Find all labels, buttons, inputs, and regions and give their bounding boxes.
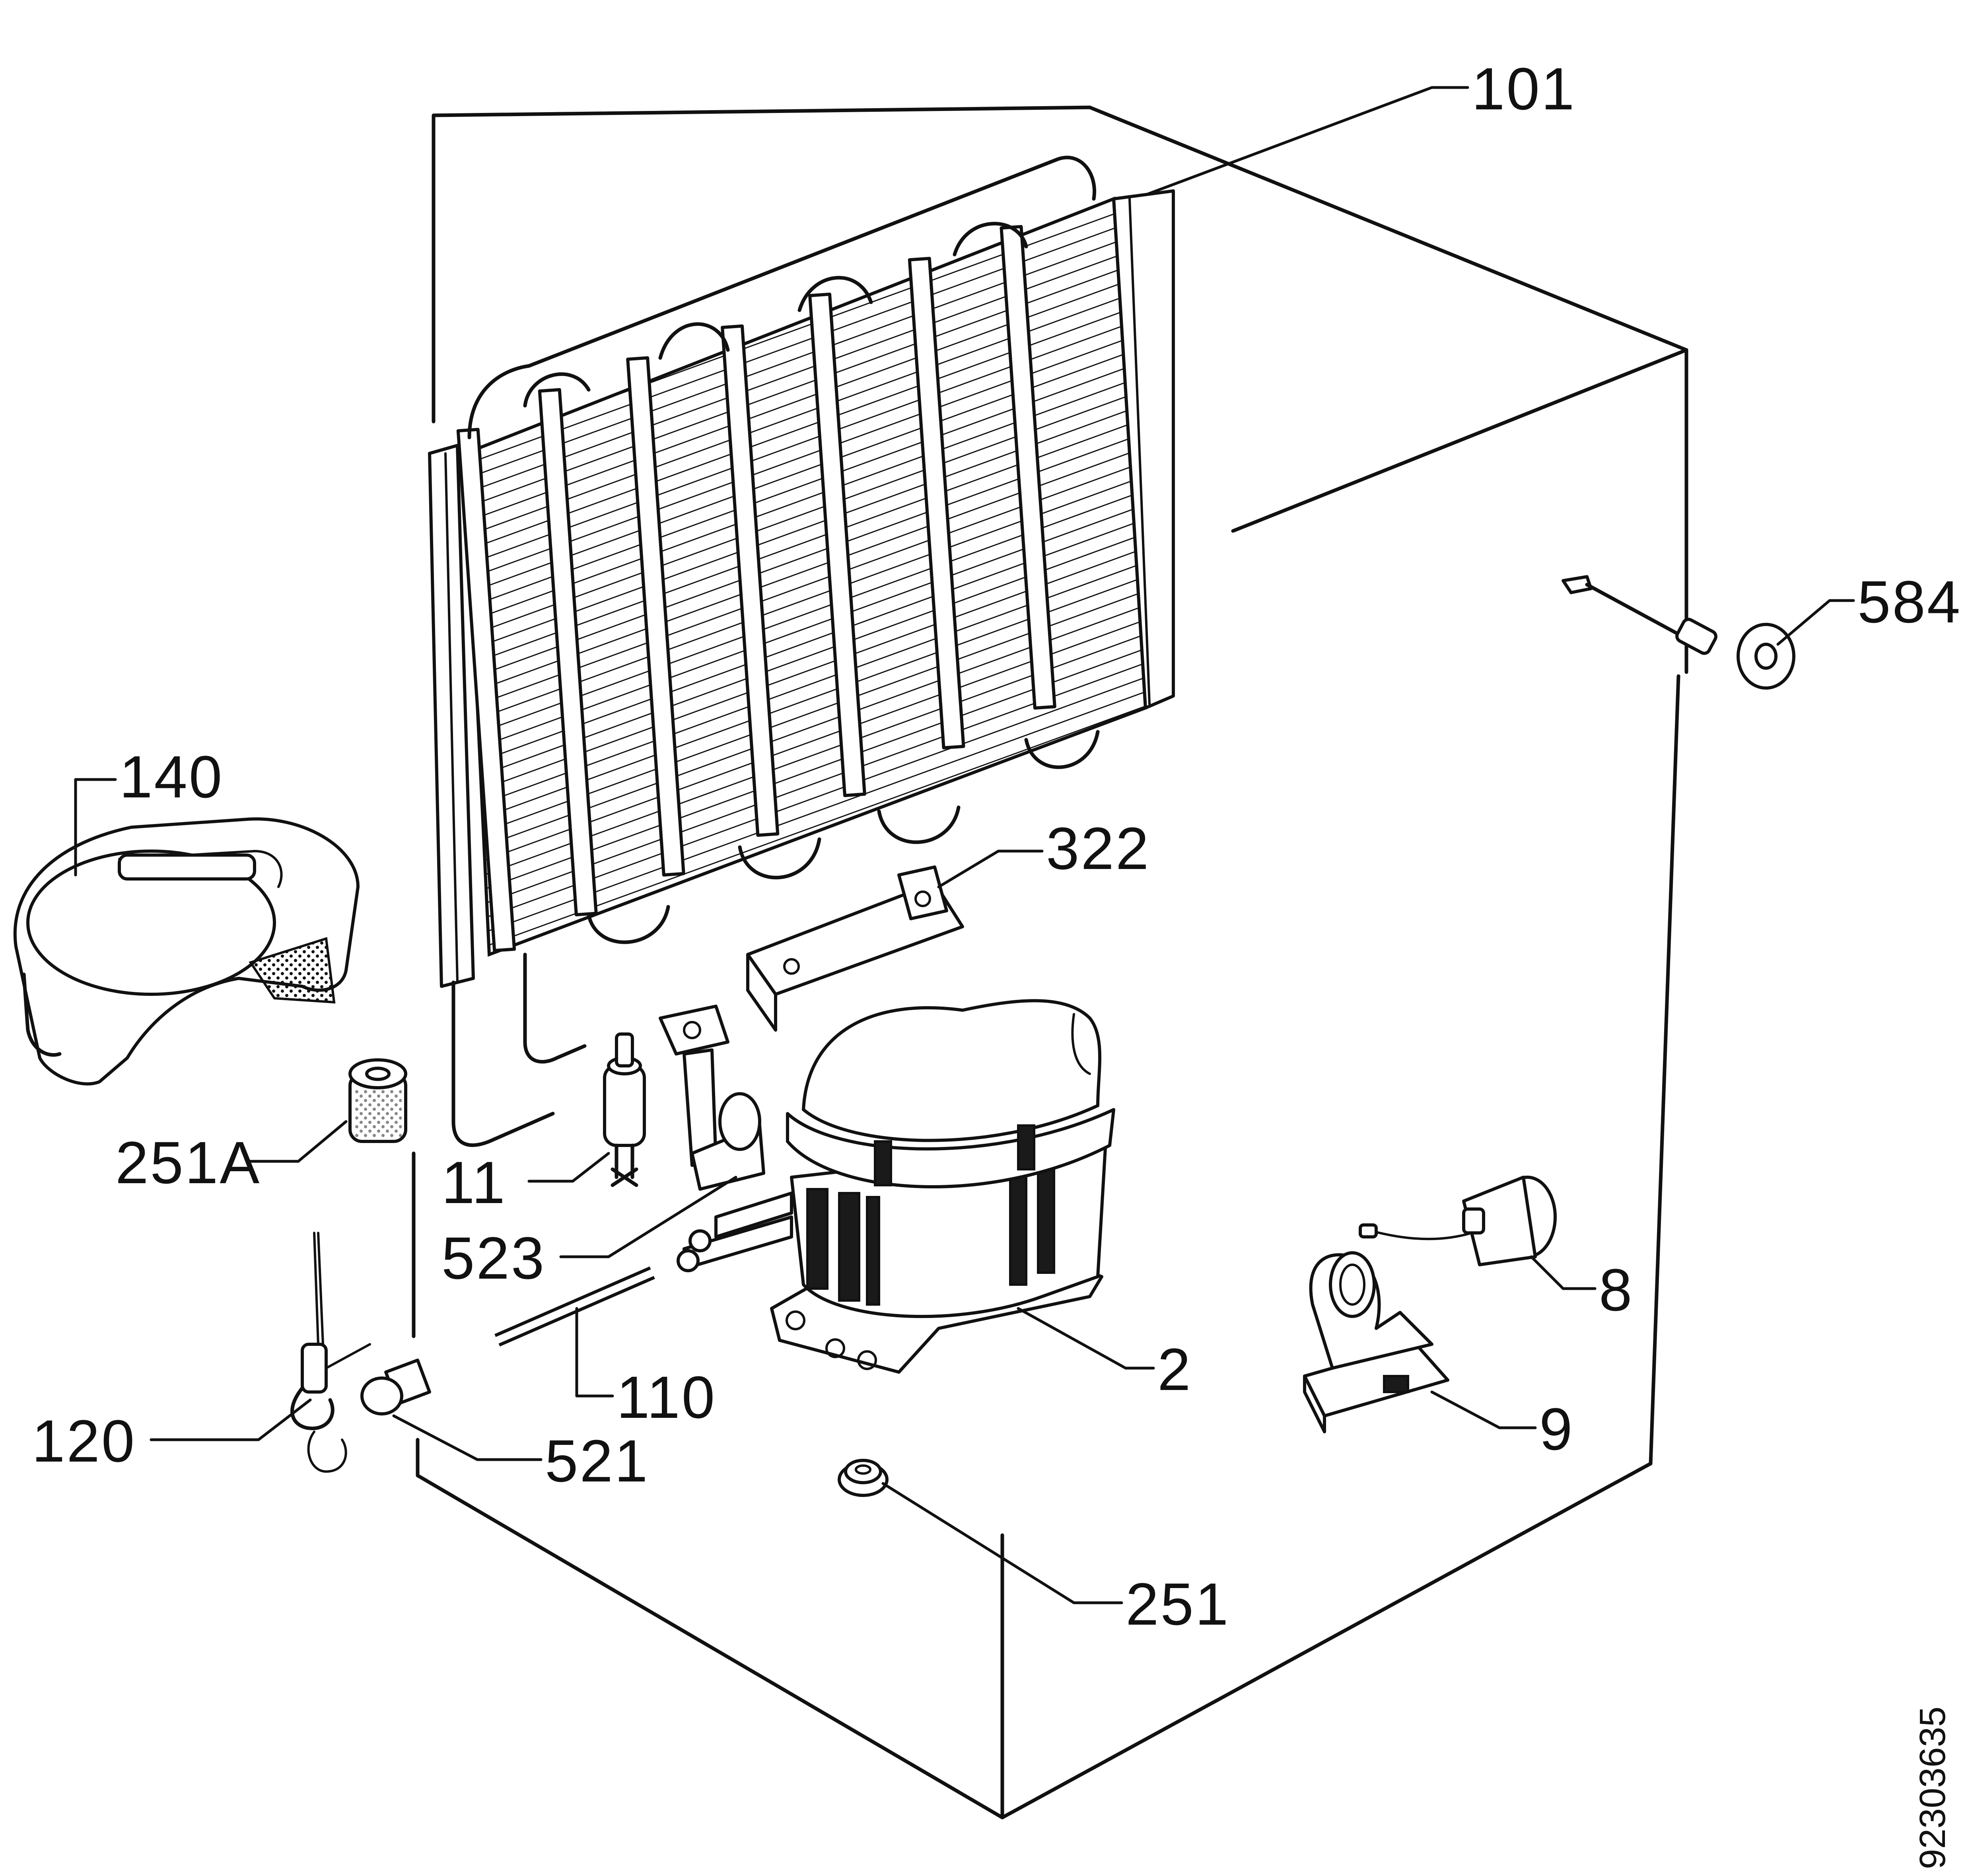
condenser-tube-columns (456, 225, 1056, 953)
part-251A-grommet (348, 1058, 407, 1143)
part-120-sensor (290, 1232, 371, 1473)
condenser-bottom-bends (587, 730, 1100, 944)
condenser (428, 156, 1175, 1147)
part-521-plug (360, 1359, 431, 1415)
callout-322: 322 (1046, 815, 1150, 882)
part-2-compressor (677, 999, 1115, 1374)
document-number: 92303635 (1912, 1707, 1953, 1869)
part-523-relay-holder (659, 1005, 765, 1191)
part-110-tube (494, 1266, 656, 1347)
callout-9: 9 (1539, 1396, 1574, 1462)
callout-110: 110 (616, 1364, 716, 1431)
callout-251A: 251A (115, 1129, 261, 1196)
cabinet-outline (412, 105, 1688, 1820)
part-584-clip (1562, 575, 1795, 690)
leader-lines (74, 86, 1855, 1604)
condenser-top-bends (467, 156, 1096, 439)
callout-521: 521 (545, 1427, 649, 1494)
callout-523: 523 (441, 1225, 546, 1291)
part-9-relay (1303, 1251, 1449, 1433)
callout-11: 11 (441, 1149, 507, 1216)
part-8-protector (1359, 1176, 1557, 1266)
callout-2: 2 (1157, 1336, 1192, 1403)
callout-140: 140 (119, 743, 224, 810)
callout-251: 251 (1126, 1571, 1230, 1637)
callout-120: 120 (32, 1407, 136, 1474)
callout-584: 584 (1857, 568, 1962, 635)
callout-101: 101 (1472, 55, 1576, 122)
part-11-filter (603, 1032, 646, 1187)
part-140-drip-tray (13, 817, 360, 1086)
callout-8: 8 (1599, 1256, 1634, 1323)
part-251-grommet (838, 1459, 889, 1497)
part-322-bracket (746, 865, 964, 1032)
